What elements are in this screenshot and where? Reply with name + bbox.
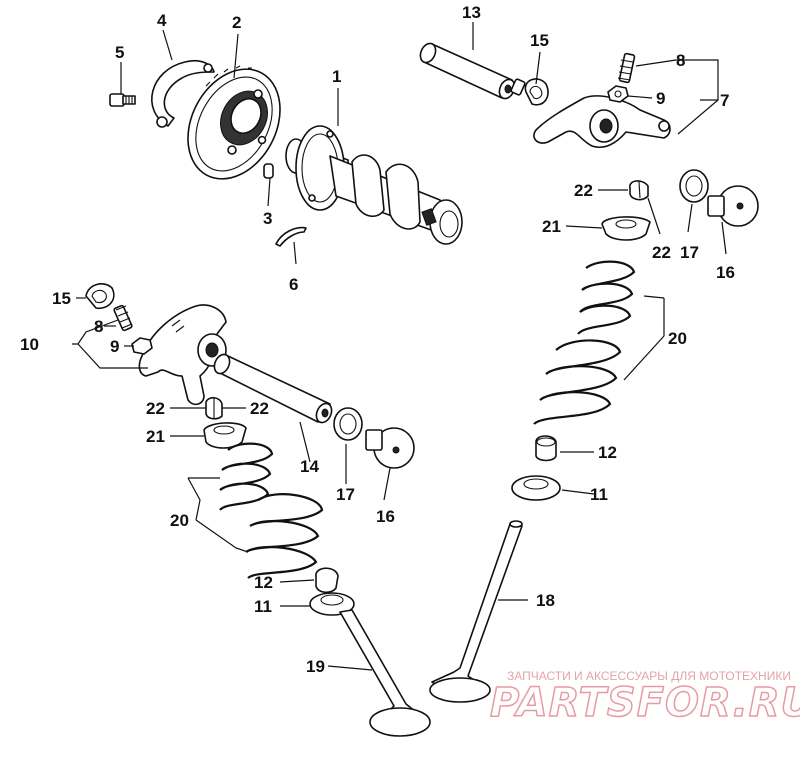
callout-22-upper-a: 22 — [574, 181, 593, 200]
callout-16-lower: 16 — [376, 507, 395, 526]
callout-22-lower-b: 22 — [250, 399, 269, 418]
watermark-tagline: ЗАПЧАСТИ И АКСЕССУАРЫ ДЛЯ МОТОТЕХНИКИ — [507, 669, 791, 683]
o-ring-lower — [85, 283, 115, 310]
callout-8-lower: 8 — [94, 317, 103, 336]
camshaft — [285, 125, 463, 245]
callout-9-lower: 9 — [110, 337, 119, 356]
stem-seal-lower — [315, 567, 339, 594]
rocker-shaft-upper — [419, 42, 526, 100]
callout-21-right: 21 — [542, 217, 561, 236]
callout-18: 18 — [536, 591, 555, 610]
bolt — [109, 93, 136, 107]
callout-19: 19 — [306, 657, 325, 676]
callout-8-upper: 8 — [676, 51, 685, 70]
rocker-arm-lower — [138, 304, 227, 406]
callout-3: 3 — [263, 209, 272, 228]
callout-9-upper: 9 — [656, 89, 665, 108]
cam-sprocket — [187, 65, 281, 180]
callout-22-lower-a: 22 — [146, 399, 165, 418]
callout-7: 7 — [720, 91, 729, 110]
callout-11-right: 11 — [590, 485, 608, 504]
callout-12-right: 12 — [598, 443, 617, 462]
leader-lines — [72, 22, 727, 671]
knock-pin — [263, 163, 274, 179]
callout-2: 2 — [232, 13, 241, 32]
rocker-shaft-lower — [213, 353, 333, 424]
callout-13: 13 — [462, 3, 481, 22]
rocker-arm-upper — [533, 95, 671, 148]
callout-12-left: 12 — [254, 573, 273, 592]
adjust-screw-upper — [617, 52, 636, 84]
callout-14: 14 — [300, 457, 319, 476]
valve-cotter-upper — [629, 180, 649, 201]
valve-left — [339, 609, 431, 737]
valve-spring-outer-lower — [245, 493, 324, 579]
callout-22-upper-b: 22 — [652, 243, 671, 262]
valve-right — [429, 520, 523, 703]
callout-16-upper: 16 — [716, 263, 735, 282]
callout-1: 1 — [332, 67, 341, 86]
stem-seal-right — [535, 435, 557, 462]
callout-15-upper: 15 — [530, 31, 549, 50]
circlip — [275, 226, 307, 247]
adjust-screw-lower — [113, 304, 133, 332]
valve-spring-outer-right — [533, 339, 622, 425]
callout-labels: 1 2 3 4 5 6 7 8 9 10 11 11 12 12 13 14 1… — [20, 3, 735, 676]
watermark-brand: PARTSFOR.RU — [490, 680, 800, 726]
callout-10: 10 — [20, 335, 39, 354]
valve-spring-inner-right — [577, 260, 636, 335]
callout-6: 6 — [289, 275, 298, 294]
callout-20-right: 20 — [668, 329, 687, 348]
callout-20-left: 20 — [170, 511, 189, 530]
o-ring-upper — [524, 78, 549, 106]
callout-21-left: 21 — [146, 427, 165, 446]
callout-4: 4 — [157, 11, 167, 30]
callout-17-upper: 17 — [680, 243, 699, 262]
callout-15-lower: 15 — [52, 289, 71, 308]
o-ring-cap-upper — [679, 169, 709, 203]
tappet-cap-lower — [365, 427, 415, 469]
spring-seat-lower — [309, 592, 355, 616]
valve-spring-inner-lower — [219, 442, 274, 511]
callout-17-lower: 17 — [336, 485, 355, 504]
watermark: ЗАПЧАСТИ И АКСЕССУАРЫ ДЛЯ МОТОТЕХНИКИ PA… — [489, 669, 800, 727]
lock-nut-lower — [131, 337, 153, 355]
spring-seat-right — [511, 475, 561, 501]
spring-retainer-upper — [601, 216, 651, 241]
stopper-ring — [151, 59, 215, 128]
callout-5: 5 — [115, 43, 124, 62]
lock-nut-upper — [607, 85, 629, 103]
tappet-cap-upper — [707, 185, 759, 227]
o-ring-cap-lower — [333, 407, 363, 441]
spring-retainer-lower — [203, 422, 247, 449]
callout-11-left: 11 — [254, 597, 272, 616]
valve-cotter-lower — [205, 396, 223, 420]
